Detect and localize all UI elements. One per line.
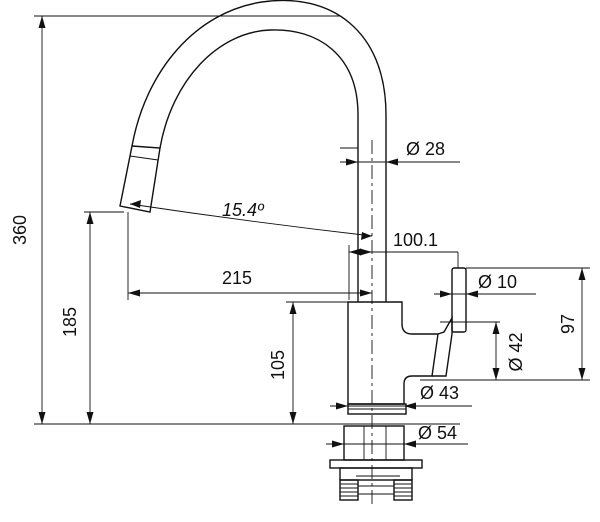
dim-angle: 15.4º [129,200,373,240]
dim-offset: 100.1 [349,230,459,268]
label-reach: 215 [222,268,252,288]
faucet-outline [119,0,467,501]
label-dia-lever: Ø 10 [478,272,517,292]
lever-handle [451,267,467,333]
label-height-total: 360 [10,215,30,245]
mounting-shank [343,425,405,461]
label-offset: 100.1 [393,230,438,250]
label-height-spout: 185 [60,307,80,337]
mounting-bolts [339,479,413,501]
dim-reach: 215 [128,268,372,297]
dim-dia-lever-base: Ø 42 [492,322,526,380]
spout-inner-contour [159,29,359,302]
spray-head-joint [129,155,159,161]
dim-height-spout: 185 [60,212,94,424]
label-dia-base: Ø 54 [418,423,457,443]
dim-dia-base: Ø 54 [326,423,468,448]
label-lever-height: 97 [558,314,578,334]
mounting-plate [329,459,423,469]
dim-height-total: 360 [10,16,46,424]
dim-lever-height: 97 [558,268,586,380]
label-dia-body: Ø 43 [420,383,459,403]
label-dia-lever-base: Ø 42 [506,332,526,371]
dim-dia-spout: Ø 28 [340,139,460,166]
label-dia-spout: Ø 28 [406,139,445,159]
spray-head [119,145,161,213]
mounting-nut [339,467,413,481]
dim-height-body: 105 [268,302,297,424]
label-height-body: 105 [268,350,288,380]
extension-lines [34,15,590,425]
lever-arm [432,315,453,377]
dim-dia-body: Ø 43 [330,383,472,410]
label-angle: 15.4º [222,200,265,220]
dim-dia-lever: Ø 10 [434,272,536,298]
spout-outer-contour [131,0,387,302]
